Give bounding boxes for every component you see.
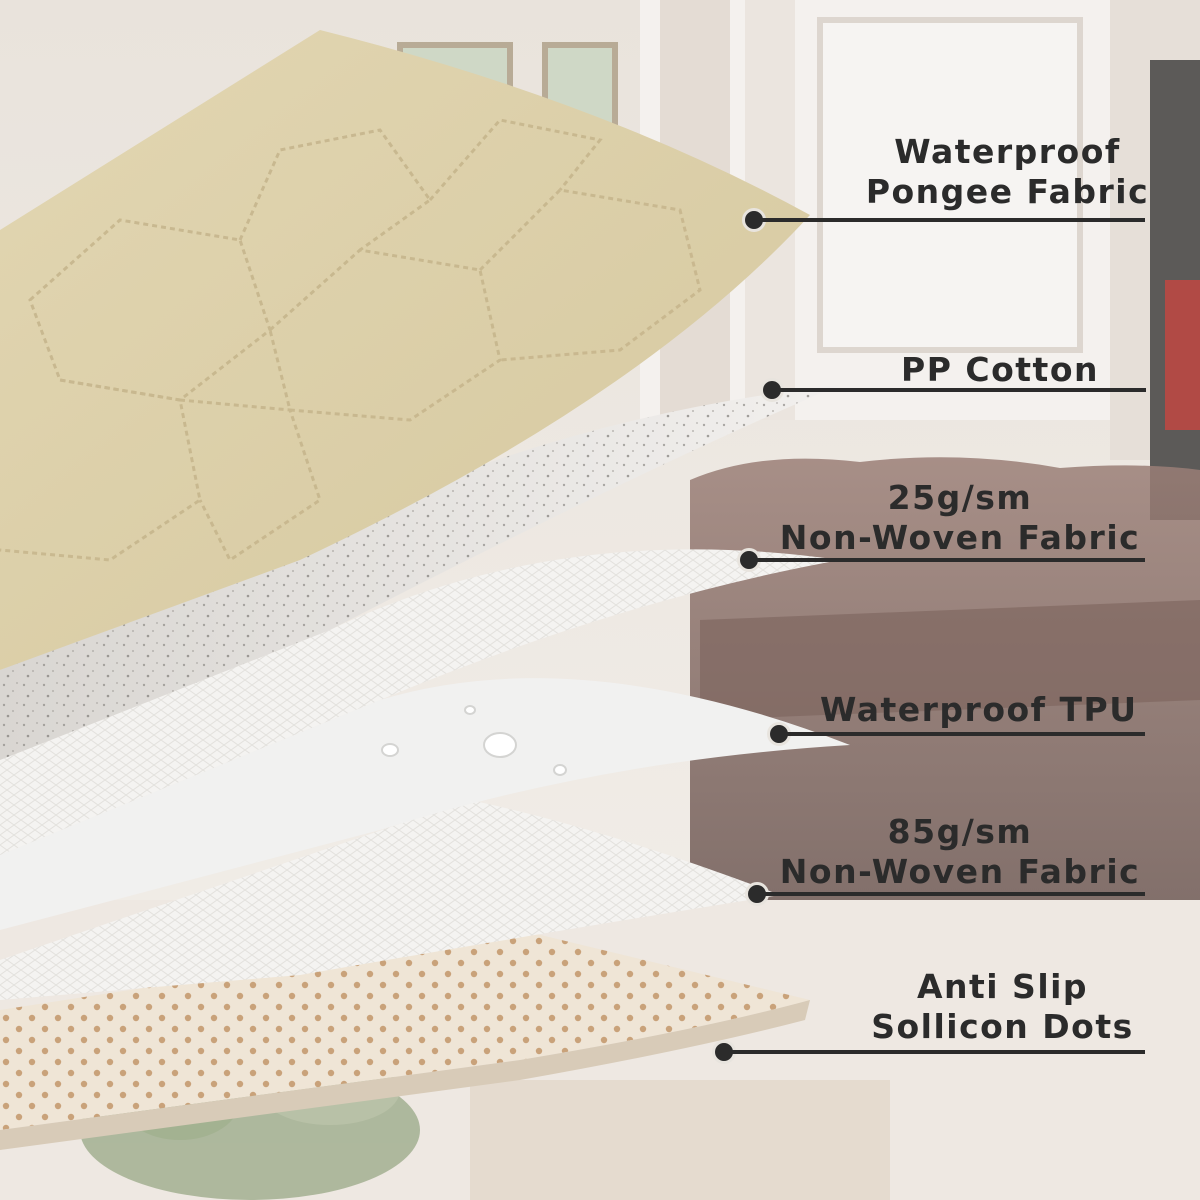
label-nonwoven-85: 85g/sm Non-Woven Fabric xyxy=(770,812,1150,892)
pointer-line xyxy=(730,1050,1145,1054)
label-tpu: Waterproof TPU xyxy=(820,690,1138,730)
label-nonwoven-25-line2: Non-Woven Fabric xyxy=(779,518,1141,557)
label-nonwoven-25-line1: 25g/sm xyxy=(887,478,1033,517)
label-nonwoven-85-line1: 85g/sm xyxy=(887,812,1033,851)
label-anti-slip: Anti Slip Sollicon Dots xyxy=(860,967,1145,1047)
label-anti-slip-line2: Sollicon Dots xyxy=(871,1007,1134,1046)
label-pongee-line1: Waterproof xyxy=(894,132,1121,171)
label-pongee: Waterproof Pongee Fabric xyxy=(860,132,1155,212)
pointer-line xyxy=(785,732,1145,736)
label-anti-slip-line1: Anti Slip xyxy=(916,967,1089,1006)
pointer-line xyxy=(760,218,1145,222)
pointer-line xyxy=(755,558,1145,562)
pointer-line xyxy=(763,892,1145,896)
label-pongee-line2: Pongee Fabric xyxy=(865,172,1150,211)
label-pp-cotton: PP Cotton xyxy=(880,350,1120,390)
label-nonwoven-25: 25g/sm Non-Woven Fabric xyxy=(770,478,1150,558)
label-pp-cotton-line1: PP Cotton xyxy=(901,350,1099,389)
label-nonwoven-85-line2: Non-Woven Fabric xyxy=(779,852,1141,891)
label-tpu-line1: Waterproof TPU xyxy=(820,690,1138,729)
pointer-line xyxy=(778,388,1146,392)
